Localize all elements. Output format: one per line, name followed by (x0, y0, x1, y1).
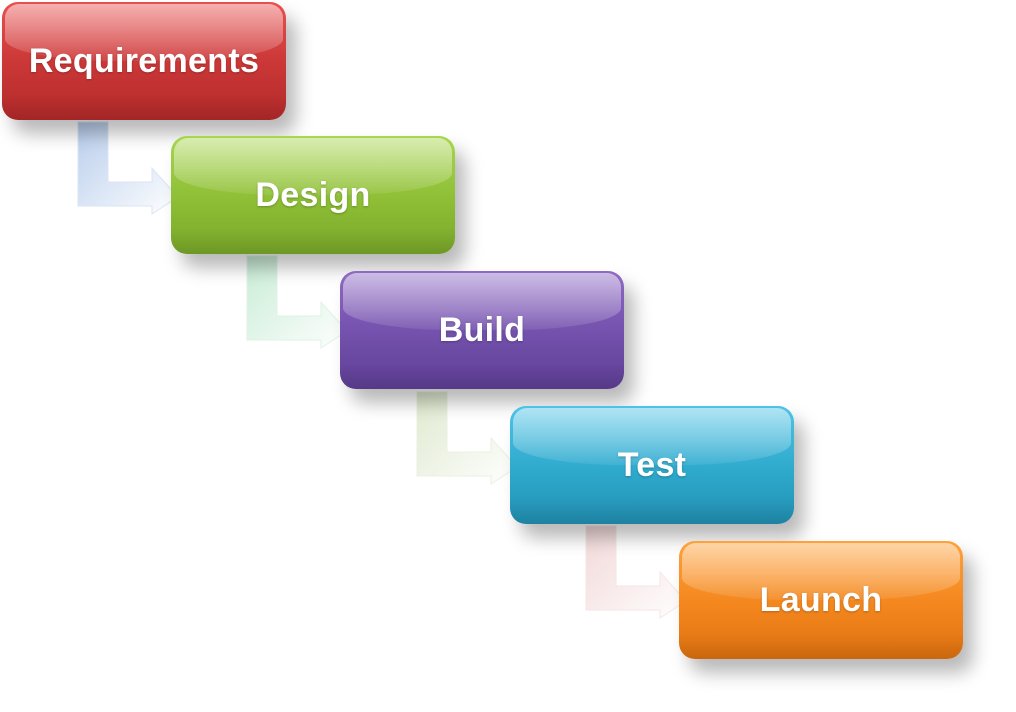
step-design: Design (171, 136, 455, 254)
bent-arrow-icon (246, 255, 348, 349)
step-launch: Launch (679, 541, 963, 659)
step-label: Build (438, 310, 526, 349)
step-label: Requirements (28, 41, 260, 80)
step-requirements: Requirements (2, 2, 286, 120)
step-label: Launch (759, 580, 883, 619)
bent-arrow-icon (585, 525, 687, 619)
bent-arrow-icon (416, 391, 518, 485)
step-test: Test (510, 406, 794, 524)
step-label: Design (255, 175, 371, 214)
step-build: Build (340, 271, 624, 389)
bent-arrow-icon (77, 121, 179, 215)
step-label: Test (617, 445, 687, 484)
